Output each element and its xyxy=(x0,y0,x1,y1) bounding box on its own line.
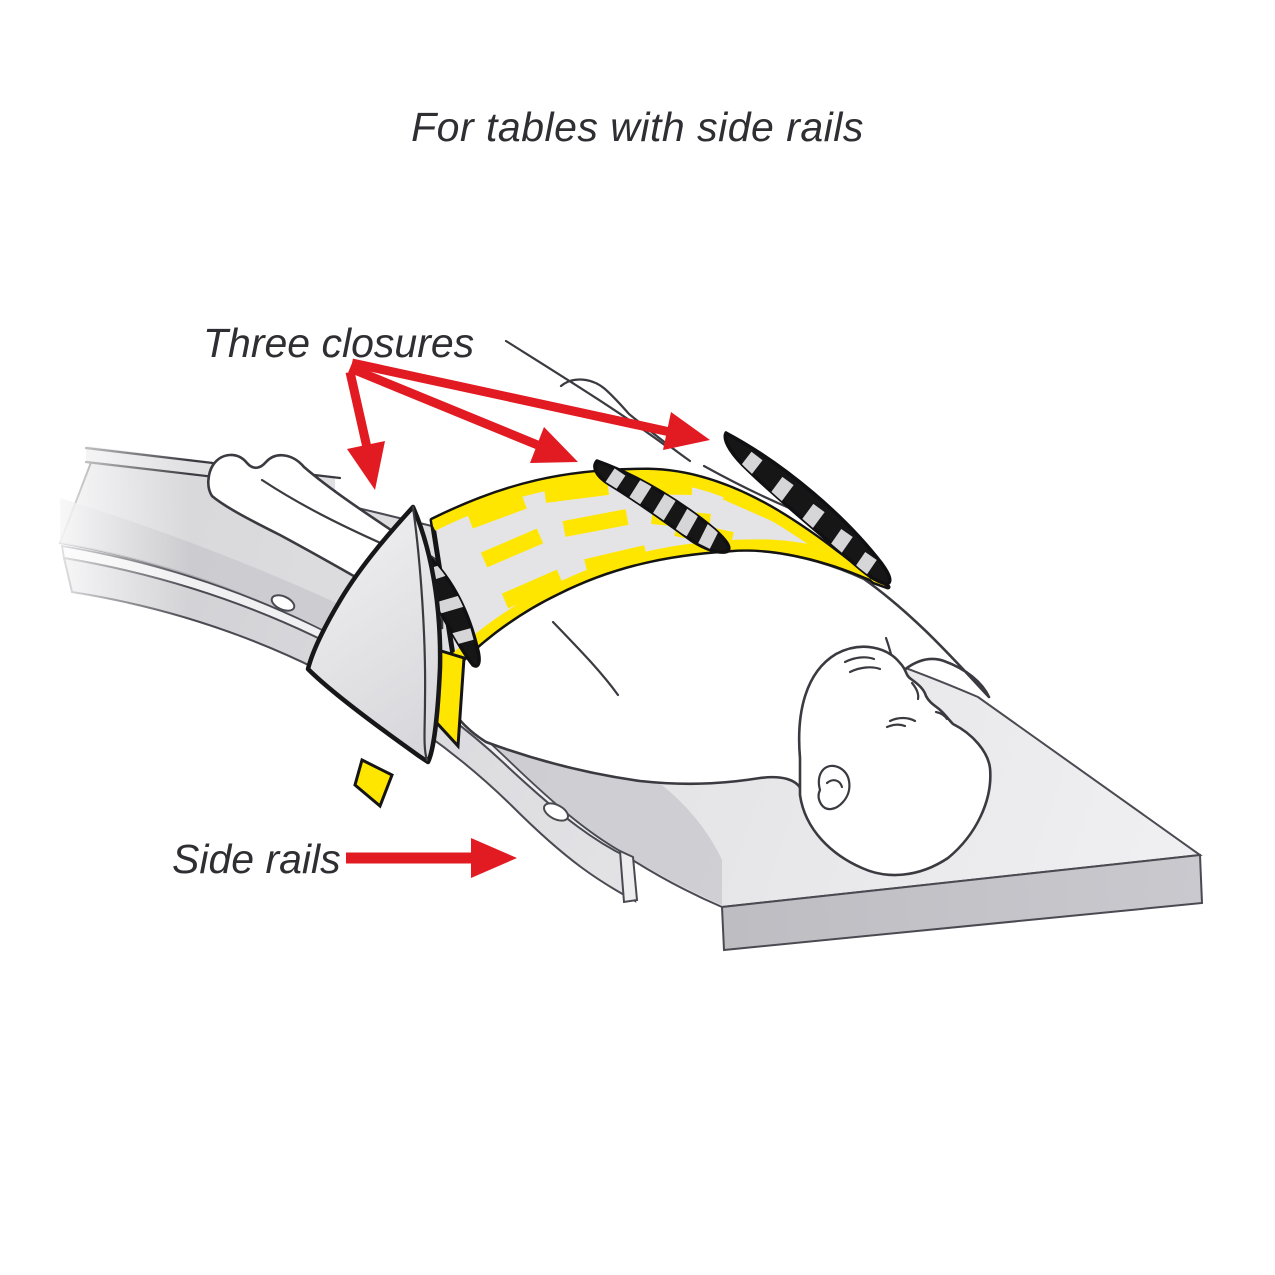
side-rail-end-cap xyxy=(618,849,639,904)
positioning-strap xyxy=(305,431,892,809)
ear xyxy=(817,764,851,811)
side-rails-arrow xyxy=(346,838,517,878)
annotation-arrows xyxy=(345,358,710,878)
closure-flap-middle xyxy=(593,459,731,554)
strap-end-yellow-lower xyxy=(353,757,394,809)
flap-fold-line xyxy=(411,505,429,762)
patient-head xyxy=(797,645,992,877)
rail-slot-hole xyxy=(542,802,570,822)
side-rails-label: Side rails xyxy=(172,836,341,882)
closure-arrow-1 xyxy=(345,371,385,490)
closure-arrow-3 xyxy=(351,358,710,450)
three-closures-label: Three closures xyxy=(203,320,475,366)
face-feature-lines xyxy=(817,656,949,811)
head-outline xyxy=(797,645,992,877)
strap-end-flap xyxy=(305,504,443,765)
fade-overlay xyxy=(0,365,330,795)
table-front-face xyxy=(720,853,1204,952)
closure-arrow-2 xyxy=(348,363,578,463)
table-edge-shadow xyxy=(60,498,722,905)
page-title: For tables with side rails xyxy=(411,104,864,150)
